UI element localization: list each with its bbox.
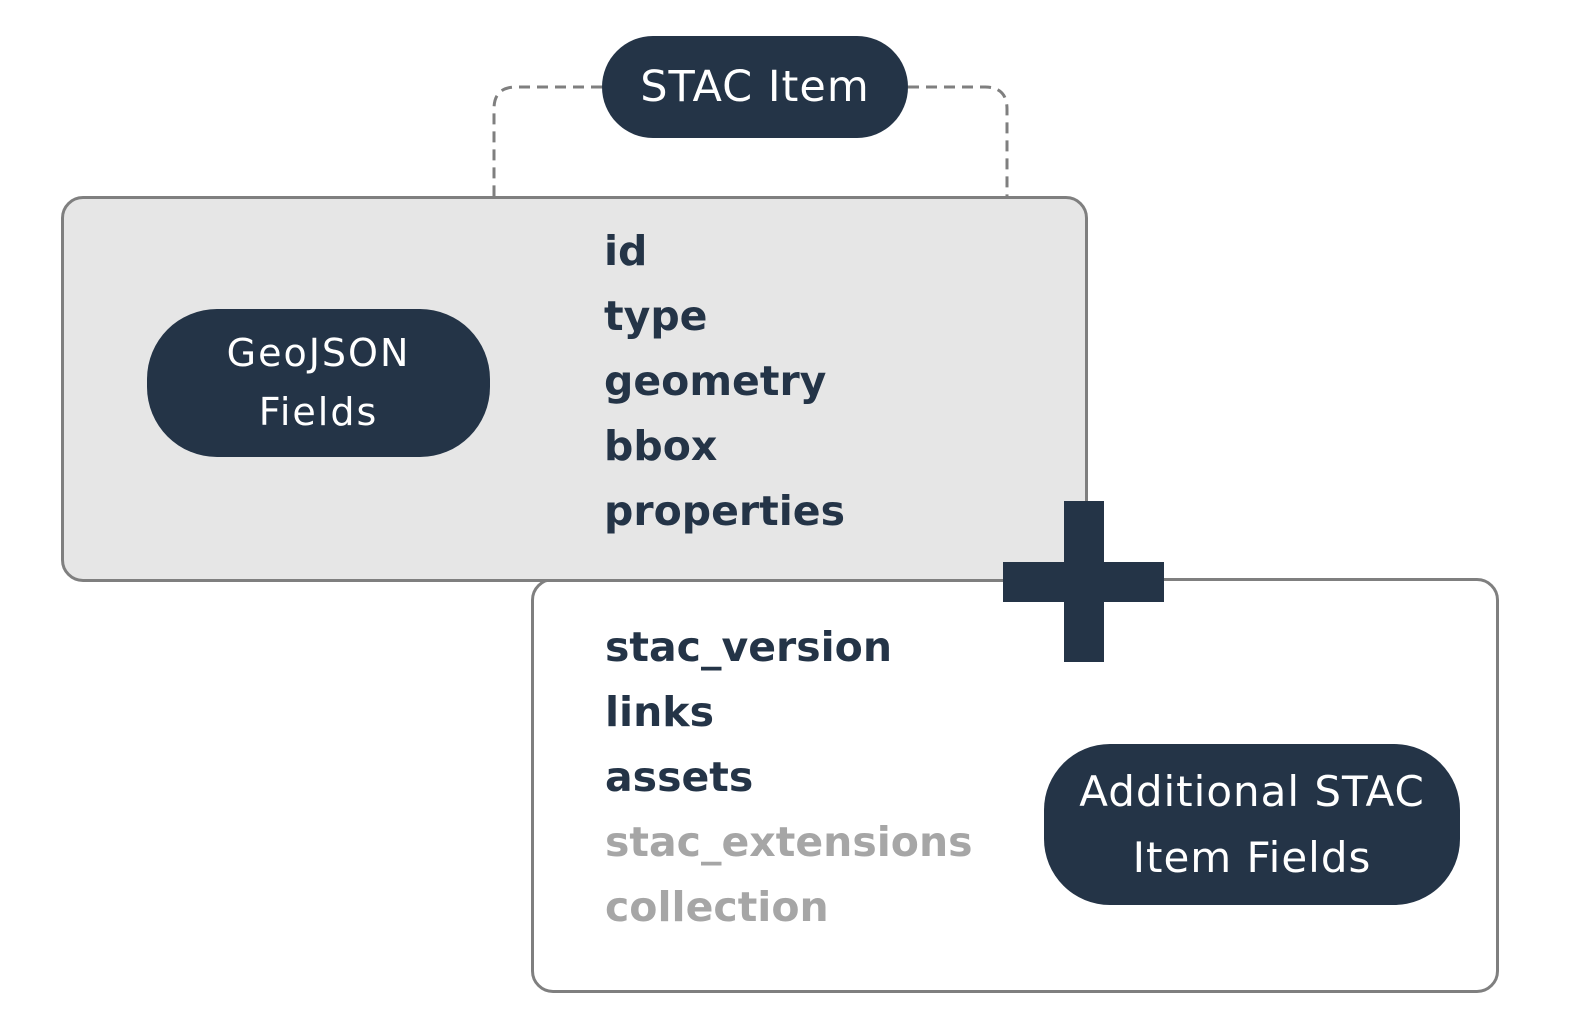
field-id: id (604, 227, 648, 275)
field-type: type (604, 292, 708, 340)
field-collection: collection (605, 883, 829, 931)
geojson-fields-label: GeoJSON Fields (147, 309, 490, 457)
additional-stac-fields-label: Additional STAC Item Fields (1044, 744, 1460, 905)
additional-label-line-2: Item Fields (1132, 832, 1372, 882)
stac-field-list: stac_version links assets stac_extension… (605, 615, 973, 940)
field-properties: properties (604, 487, 845, 535)
plus-icon (1003, 501, 1164, 662)
stac-item-title: STAC Item (602, 36, 908, 138)
field-stac-version: stac_version (605, 623, 893, 671)
field-assets: assets (605, 753, 754, 801)
field-geometry: geometry (604, 357, 827, 405)
plus-icon-horizontal-bar (1003, 562, 1164, 602)
geojson-label-line-2: Fields (258, 390, 379, 434)
field-stac-extensions: stac_extensions (605, 818, 973, 866)
geojson-field-list: id type geometry bbox properties (604, 219, 845, 544)
additional-label-line-1: Additional STAC (1079, 766, 1425, 816)
field-links: links (605, 688, 714, 736)
field-bbox: bbox (604, 422, 718, 470)
geojson-label-line-1: GeoJSON (226, 331, 411, 375)
geojson-fields-panel: id type geometry bbox properties (61, 196, 1088, 582)
